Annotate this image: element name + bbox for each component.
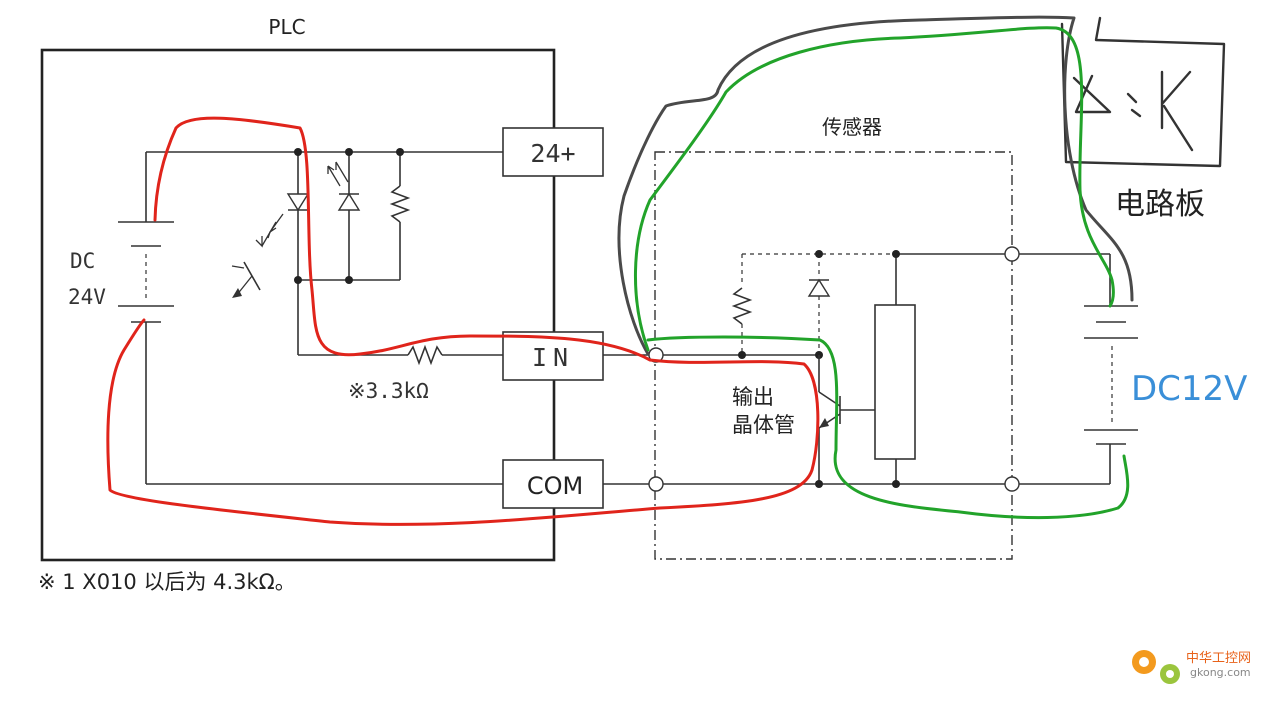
output-transistor: 输出 晶体管 [732, 355, 875, 488]
sensor-block: 传感器 [603, 115, 1110, 560]
terminal-24v: 24+ [502, 127, 604, 177]
plc-block: PLC DC 24V [40, 15, 604, 562]
phototransistor-symbol [231, 261, 261, 298]
terminal-24v-label: 24+ [530, 139, 575, 168]
green-wire-overlay [633, 26, 1130, 520]
sensor-title: 传感器 [822, 115, 882, 139]
terminal-in-label: IN [532, 343, 574, 372]
sensor-vminus-terminal [1004, 476, 1020, 492]
terminal-com-label: COM [527, 472, 583, 500]
red-wire-overlay [106, 116, 820, 526]
gkong-watermark: 中华工控网 gkong.com [1132, 650, 1251, 684]
circuit-board-label: 电路板 [1115, 187, 1205, 222]
plc-supply-label-dc: DC [70, 249, 95, 273]
plc-dc24-supply: DC 24V [68, 152, 174, 484]
plc-supply-label-24v: 24V [68, 285, 106, 309]
circuit-board-sketch: 电路板 [1060, 16, 1226, 222]
transistor-label-line1: 输出 [732, 385, 774, 409]
watermark-url: gkong.com [1190, 666, 1251, 679]
footnote: ※ 1 X010 以后为 4.3kΩ。 [38, 570, 296, 594]
watermark-name: 中华工控网 [1186, 651, 1251, 666]
sensor-vplus-terminal [1004, 246, 1020, 262]
transistor-label-line2: 晶体管 [732, 413, 795, 437]
dc12v-supply: DC12V [1084, 254, 1247, 484]
gear-icon [1132, 650, 1180, 684]
sensor-0v-terminal [648, 476, 664, 492]
terminal-com: COM [502, 459, 604, 509]
plc-title: PLC [268, 15, 305, 39]
dark-wire-overlay [617, 15, 1134, 356]
sensor-protection-network [731, 250, 896, 359]
sensor-main-circuit [874, 246, 1110, 492]
plc-outline [40, 48, 556, 562]
input-resistor-label: ※3.3kΩ [348, 379, 429, 403]
plc-input-circuit: ※3.3kΩ [146, 148, 503, 403]
dc12v-label: DC12V [1131, 369, 1247, 409]
